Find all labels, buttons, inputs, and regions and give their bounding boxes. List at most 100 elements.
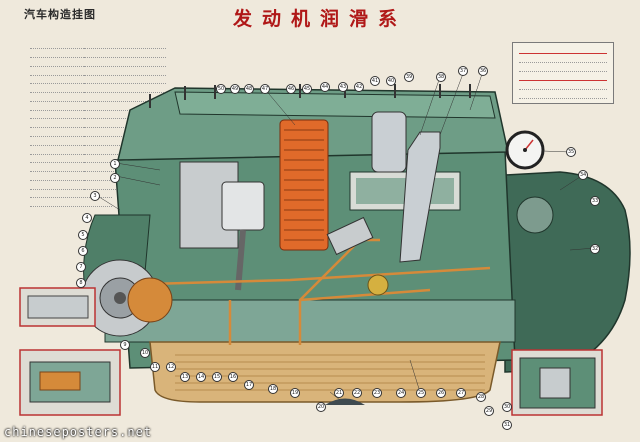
legend-item — [84, 51, 166, 58]
callout-marker: 22 — [352, 388, 362, 398]
legend-item — [30, 68, 112, 76]
housing-inspection-cover — [516, 196, 554, 234]
callout-marker: 38 — [436, 72, 446, 82]
detail-inset-left-part — [27, 295, 89, 319]
piston — [221, 181, 265, 231]
callout-marker: 49 — [230, 84, 240, 94]
legend-box-line — [519, 57, 607, 63]
legend-item — [30, 165, 112, 173]
callout-marker: 2 — [110, 173, 120, 183]
callout-marker: 32 — [590, 244, 600, 254]
callout-marker: 39 — [404, 72, 414, 82]
callout-marker: 20 — [316, 402, 326, 412]
watermark-text: chineseposters.net — [4, 425, 153, 439]
head-studs — [149, 84, 471, 108]
legend-item — [84, 103, 166, 111]
callout-marker: 13 — [180, 372, 190, 382]
callout-marker: 21 — [334, 388, 344, 398]
callout-marker: 43 — [338, 82, 348, 92]
oil-pump-drive — [326, 216, 374, 256]
oil-gallery-lines — [114, 238, 491, 345]
series-title: 汽车构造挂图 — [24, 8, 96, 21]
timing-gear — [127, 277, 173, 323]
callout-marker: 48 — [244, 84, 254, 94]
legend-item — [84, 77, 166, 85]
oil-path-legend-box — [512, 42, 614, 104]
oil-level-lines — [175, 354, 485, 391]
oil-pan — [149, 341, 501, 403]
callout-marker: 27 — [456, 388, 466, 398]
callout-marker: 19 — [290, 388, 300, 398]
callout-marker: 18 — [268, 384, 278, 394]
callout-marker: 15 — [212, 372, 222, 382]
legend-item — [30, 112, 112, 120]
callout-marker: 50 — [216, 84, 226, 94]
legend-item — [84, 42, 166, 50]
legend-item — [84, 68, 166, 76]
callout-marker: 1 — [110, 159, 120, 169]
gauge-pivot — [523, 148, 527, 152]
legend-item — [30, 139, 112, 146]
gauge-needle — [524, 139, 534, 151]
callout-marker: 36 — [478, 66, 488, 76]
breather-cap — [371, 111, 407, 173]
legend-item — [30, 130, 112, 137]
callout-marker: 24 — [396, 388, 406, 398]
legend-column-1 — [30, 42, 112, 209]
valve-cover — [174, 91, 496, 119]
callout-marker: 25 — [416, 388, 426, 398]
legend-item — [30, 174, 112, 181]
filter-element-ribs — [284, 129, 324, 241]
legend-item — [84, 86, 166, 94]
inset-bottom-right-piston — [539, 367, 571, 399]
callout-marker: 11 — [150, 362, 160, 372]
callout-marker: 8 — [76, 278, 86, 288]
callout-marker: 4 — [82, 213, 92, 223]
legend-item — [84, 60, 166, 67]
leader-lines — [95, 70, 596, 401]
callout-marker: 26 — [436, 388, 446, 398]
callout-marker: 10 — [140, 348, 150, 358]
callout-marker: 33 — [590, 196, 600, 206]
legend-item — [84, 112, 166, 120]
legend-box-line — [519, 93, 607, 99]
legend-item — [30, 60, 112, 67]
oil-filler-tube — [399, 131, 441, 263]
callout-marker: 45 — [302, 84, 312, 94]
callout-marker: 42 — [354, 82, 364, 92]
callout-marker: 35 — [566, 147, 576, 157]
callout-marker: 37 — [458, 66, 468, 76]
callout-marker: 40 — [386, 76, 396, 86]
callout-marker: 28 — [476, 392, 486, 402]
callout-marker: 14 — [196, 372, 206, 382]
inset-bottom-left-oil — [39, 371, 81, 391]
legend-item — [30, 200, 112, 208]
callout-marker: 41 — [370, 76, 380, 86]
connecting-rod — [235, 229, 246, 291]
oil-filter-body — [279, 119, 329, 251]
legend-item — [30, 121, 112, 129]
legend-item — [84, 95, 166, 102]
legend-box-line — [519, 48, 607, 54]
oil-pump-strainer — [325, 398, 365, 405]
callout-marker: 3 — [90, 191, 100, 201]
legend-box-line — [519, 84, 607, 90]
callout-marker: 30 — [502, 402, 512, 412]
legend-item — [30, 42, 112, 50]
legend-item — [30, 103, 112, 111]
legend-item — [30, 77, 112, 85]
callout-marker: 23 — [372, 388, 382, 398]
legend-item — [30, 183, 112, 190]
callout-marker: 44 — [320, 82, 330, 92]
legend-item — [30, 95, 112, 102]
callout-marker: 29 — [484, 406, 494, 416]
callout-marker: 6 — [78, 246, 88, 256]
page-title: 发动机润滑系 — [232, 8, 407, 30]
legend-item — [30, 156, 112, 164]
legend-item — [30, 86, 112, 94]
callout-marker: 31 — [502, 420, 512, 430]
callout-marker: 17 — [244, 380, 254, 390]
cylinder-bore — [179, 161, 239, 249]
